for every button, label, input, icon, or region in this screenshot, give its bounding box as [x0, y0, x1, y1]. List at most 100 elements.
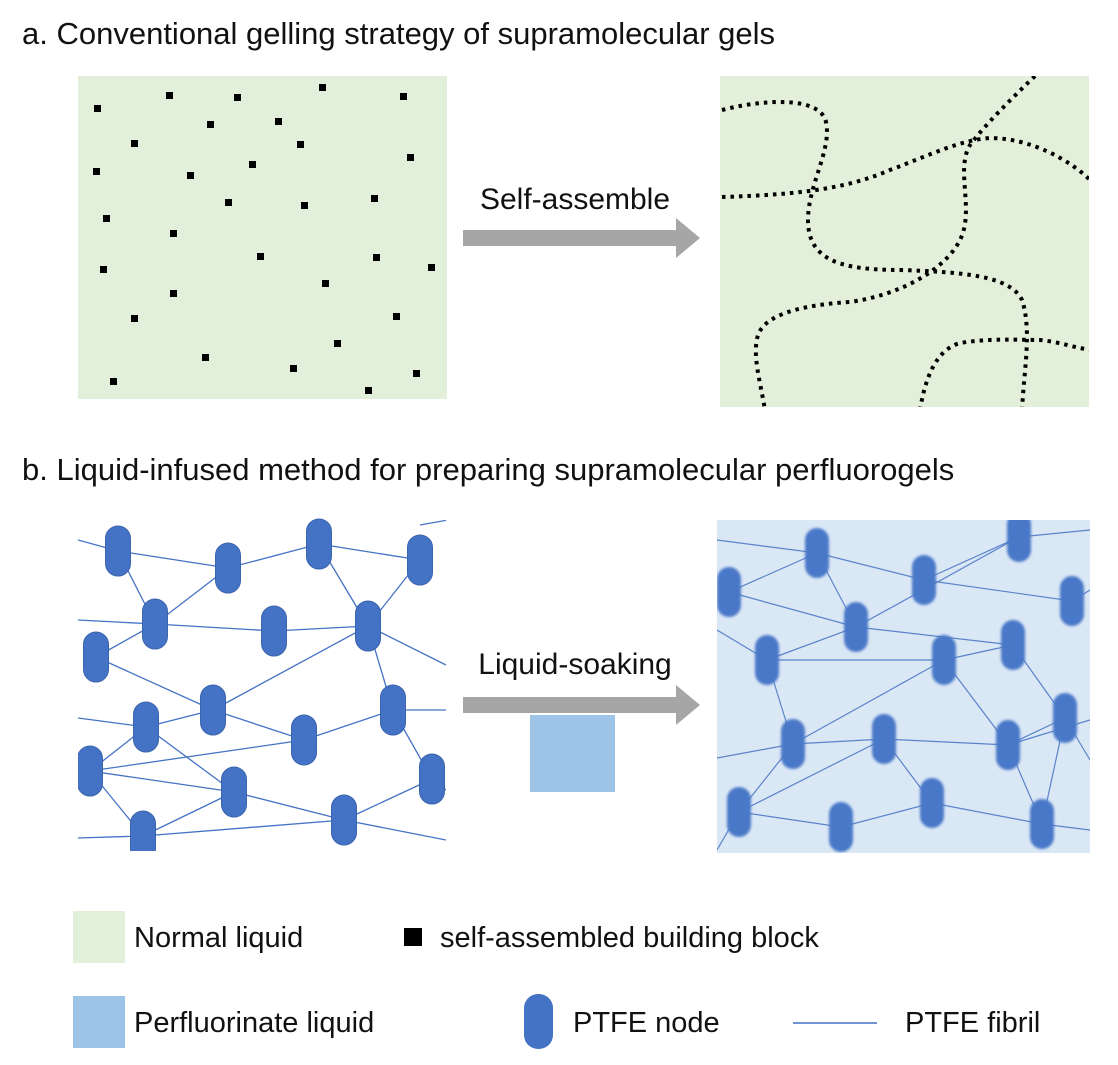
- ptfe-node: [407, 534, 433, 586]
- ptfe-node: [805, 528, 829, 578]
- building-block: [428, 264, 435, 271]
- building-block: [373, 254, 380, 261]
- building-block: [371, 195, 378, 202]
- ptfe-node: [133, 701, 159, 753]
- ptfe-fibril: [728, 552, 818, 593]
- ptfe-node: [142, 598, 168, 650]
- ptfe-node: [727, 787, 751, 837]
- ptfe-node: [105, 525, 131, 577]
- building-block: [100, 266, 107, 273]
- building-blocks-group: [93, 84, 435, 394]
- ptfe-fibril: [883, 738, 1009, 746]
- building-block: [297, 141, 304, 148]
- ptfe-fibril: [792, 659, 945, 745]
- ptfe-node: [755, 635, 779, 685]
- ptfe-node: [1053, 693, 1077, 743]
- perfluorinate-liquid-square: [530, 715, 615, 792]
- ptfe-node: [829, 802, 853, 852]
- panel-b-title: b. Liquid-infused method for preparing s…: [22, 452, 955, 487]
- building-block: [290, 365, 297, 372]
- ptfe-node: [996, 720, 1020, 770]
- building-block: [94, 105, 101, 112]
- building-block: [131, 140, 138, 147]
- ptfe-node: [261, 605, 287, 657]
- building-block: [319, 84, 326, 91]
- legend-ptfe-node: PTFE node: [573, 1007, 720, 1039]
- building-block-swatch: [404, 928, 422, 946]
- ptfe-fibril: [717, 743, 794, 759]
- ptfe-node: [291, 714, 317, 766]
- ptfe-fibril: [931, 802, 1043, 825]
- ptfe-node: [872, 714, 896, 764]
- ptfe-node: [419, 753, 445, 805]
- ptfe-fibril: [142, 791, 235, 837]
- building-block: [301, 202, 308, 209]
- building-block: [93, 168, 100, 175]
- building-block: [322, 280, 329, 287]
- ptfe-node: [380, 684, 406, 736]
- ptfe-fibril: [227, 543, 320, 569]
- ptfe-fibril: [303, 709, 394, 741]
- building-block: [170, 290, 177, 297]
- ptfe-node: [331, 794, 357, 846]
- ptfe-node: [83, 631, 109, 683]
- supramolecular-perfluorogel: [717, 520, 1090, 853]
- building-block: [249, 161, 256, 168]
- gel-liquid-box: [720, 76, 1089, 407]
- ptfe-node: [78, 745, 103, 797]
- legend-ptfe-fibril: PTFE fibril: [905, 1007, 1041, 1039]
- ptfe-node: [200, 684, 226, 736]
- ptfe-node: [1007, 520, 1031, 562]
- ptfe-fibril: [154, 623, 275, 632]
- ptfe-fibril: [855, 626, 1014, 646]
- legend-building-block: self-assembled building block: [440, 922, 819, 954]
- ptfe-fibril: [419, 519, 446, 526]
- ptfe-node: [717, 567, 741, 617]
- ptfe-fibril: [728, 591, 857, 628]
- ptfe-nodes-dry: [78, 518, 445, 851]
- ptfe-fibril: [766, 626, 857, 661]
- fiber-2: [721, 135, 1089, 199]
- ptfe-fibril: [273, 625, 369, 632]
- ptfe-node: [920, 778, 944, 828]
- liquid-soaking-label: Liquid-soaking: [478, 648, 672, 681]
- normal-liquid-box: [78, 76, 447, 399]
- ptfe-fibril: [792, 738, 885, 745]
- ptfe-node: [912, 555, 936, 605]
- ptfe-node: [355, 600, 381, 652]
- ptfe-fibril: [855, 536, 1020, 628]
- ptfe-fibril: [95, 656, 214, 711]
- building-block: [103, 215, 110, 222]
- building-block: [257, 253, 264, 260]
- ptfe-node: [215, 542, 241, 594]
- ptfe-fibril: [318, 543, 421, 561]
- legend-perfluorinate-liquid: Perfluorinate liquid: [134, 1007, 375, 1039]
- ptfe-fibril: [923, 536, 1020, 581]
- building-block: [166, 92, 173, 99]
- building-block: [234, 94, 241, 101]
- building-block: [400, 93, 407, 100]
- ptfe-fibril: [142, 819, 345, 837]
- ptfe-nodes-soaked: [717, 520, 1084, 852]
- ptfe-fibril: [145, 726, 235, 793]
- ptfe-fibril: [233, 791, 345, 821]
- liquid-soaking-arrow: [463, 685, 700, 725]
- ptfe-node: [130, 810, 156, 851]
- building-block: [413, 370, 420, 377]
- ptfe-fibril: [717, 539, 818, 554]
- building-block: [334, 340, 341, 347]
- building-block: [187, 172, 194, 179]
- ptfe-fibril: [343, 778, 433, 821]
- ptfe-node-swatch: [524, 994, 553, 1049]
- ptfe-fibril: [816, 552, 925, 581]
- ptfe-fibril: [117, 550, 229, 569]
- ptfe-fibrils-dry: [78, 519, 446, 841]
- ptfe-fibril: [212, 625, 369, 711]
- perfluorinate-liquid-swatch: [73, 996, 125, 1048]
- building-block: [393, 313, 400, 320]
- ptfe-fibril: [923, 579, 1073, 602]
- ptfe-node: [844, 602, 868, 652]
- ptfe-fibril: [212, 709, 305, 741]
- normal-liquid-swatch: [73, 911, 125, 963]
